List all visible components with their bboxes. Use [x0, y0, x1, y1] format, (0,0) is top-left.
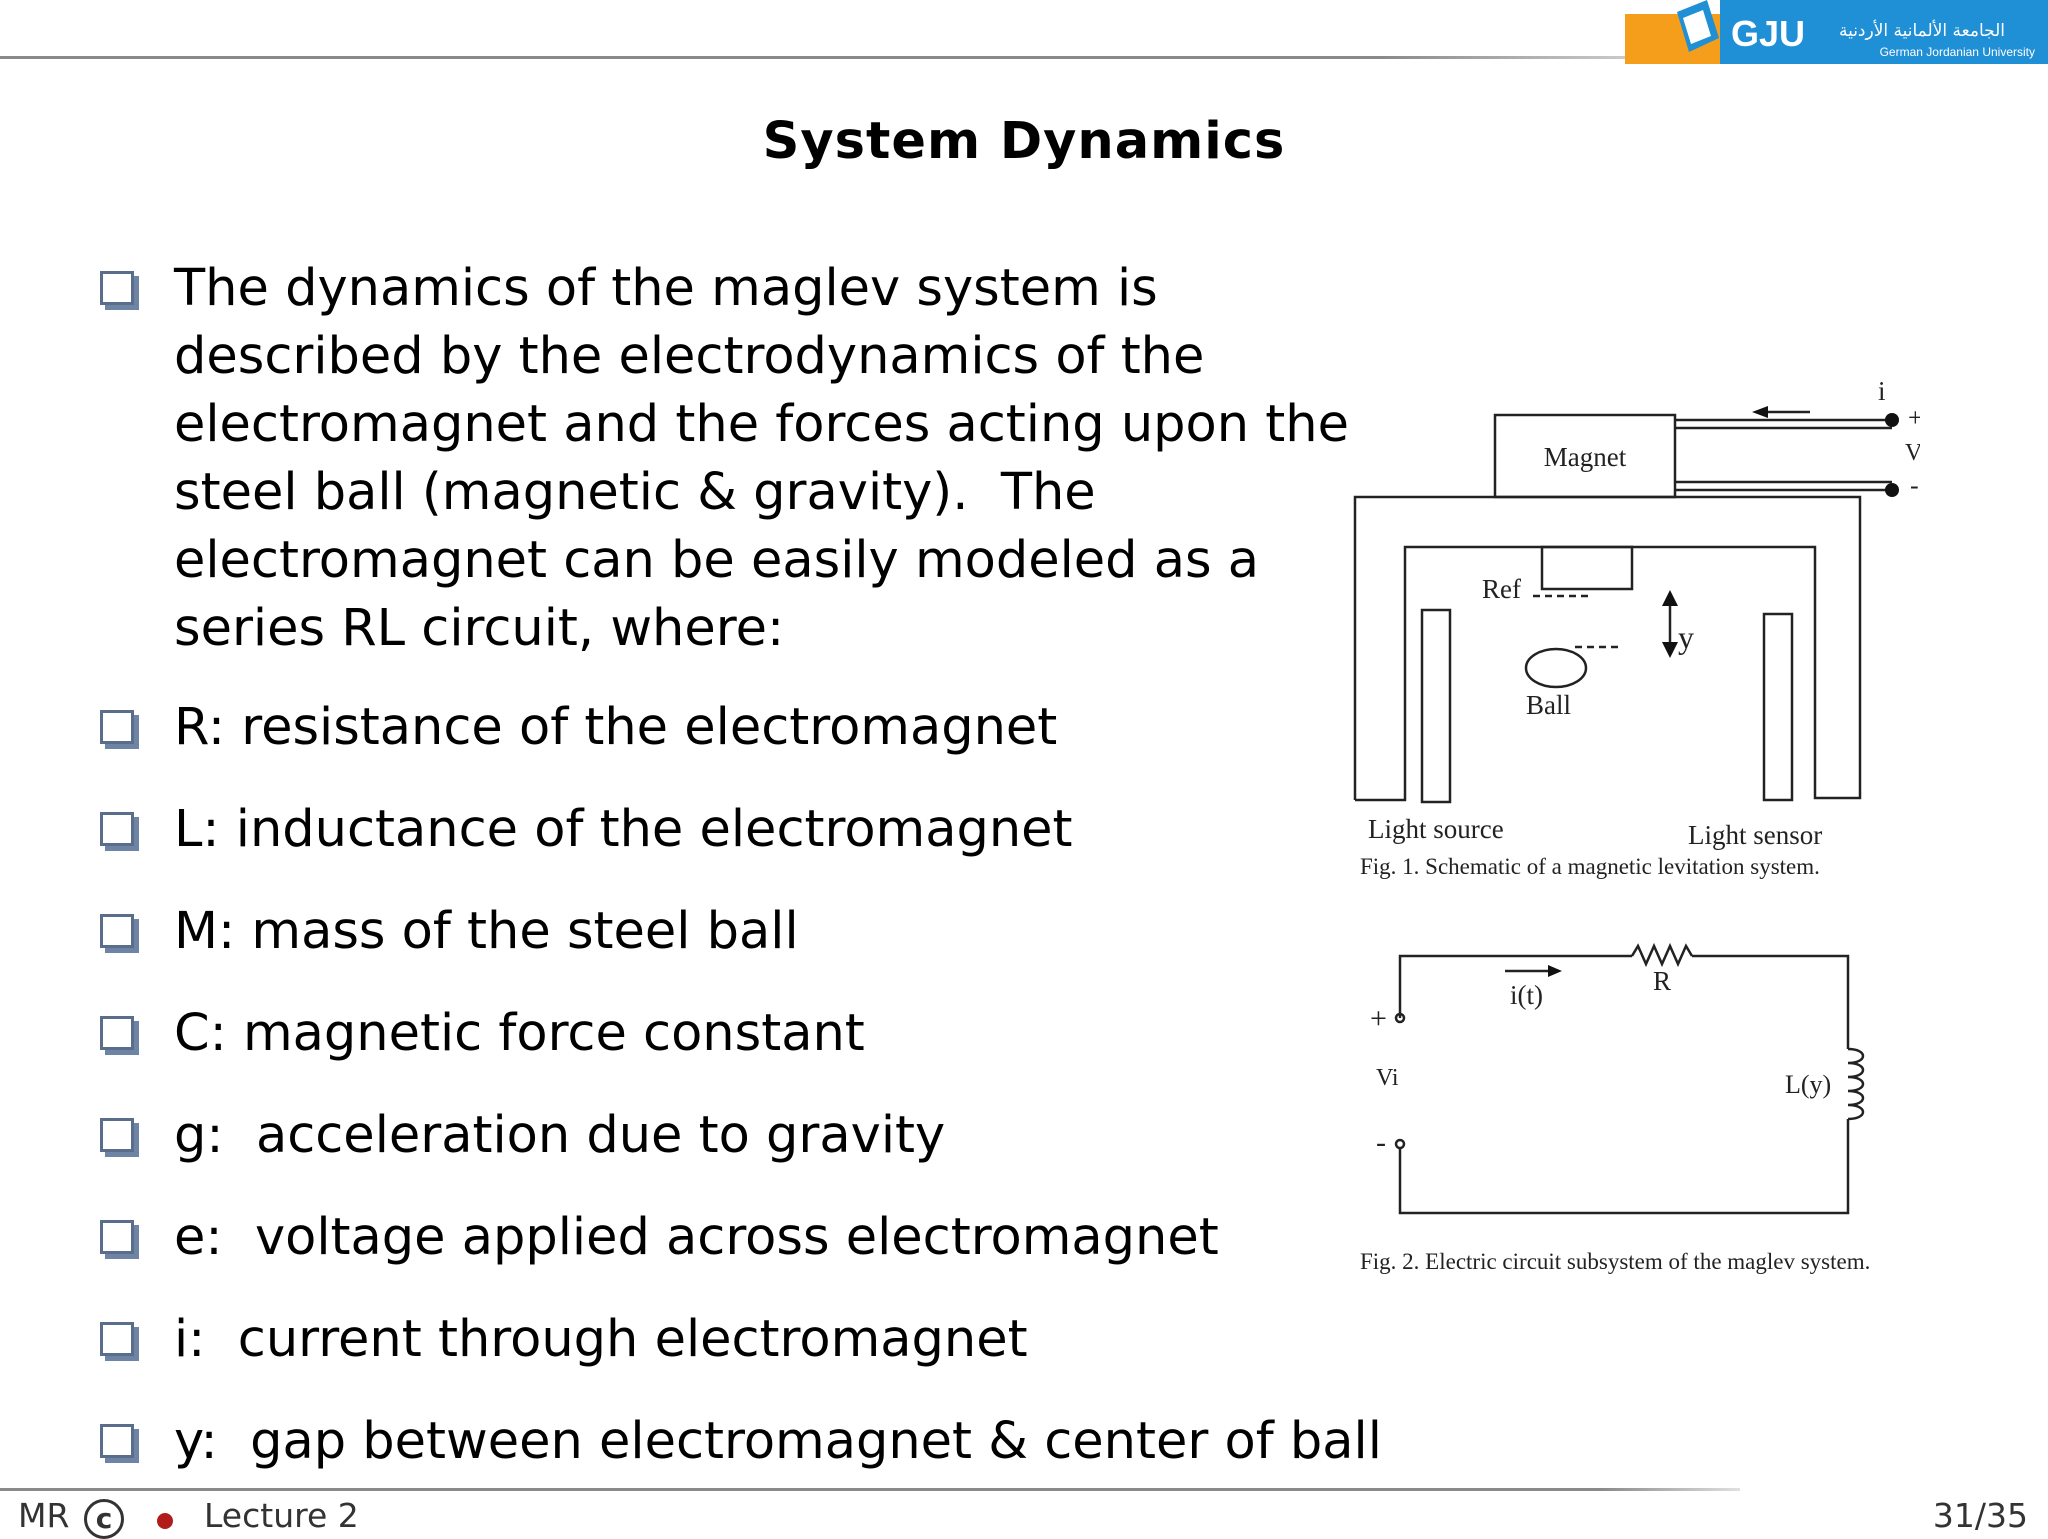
inductor-icon: [1847, 1047, 1865, 1121]
list-item: L: inductance of the electromagnet: [100, 796, 1350, 864]
minus-label: -: [1376, 1126, 1386, 1159]
vi-label: Vi: [1376, 1065, 1399, 1091]
checkbox-bullet-icon: [100, 1016, 134, 1050]
bullet-list: The dynamics of the maglev system is des…: [100, 255, 1382, 1510]
item-text: C: magnetic force constant: [174, 1004, 865, 1063]
list-item: y: gap between electromagnet & center of…: [100, 1408, 1382, 1476]
terminal-minus: [1394, 1138, 1406, 1150]
page-number: 31/35: [1932, 1496, 2028, 1535]
current-label: i: [1878, 376, 1886, 406]
checkbox-bullet-icon: [100, 710, 134, 744]
light-sensor-label: Light sensor: [1688, 820, 1822, 850]
header-rule: [0, 56, 1625, 59]
maglev-figures: Magnet Ref Ball y i + Vi - Light source …: [1353, 376, 1920, 1274]
checkbox-bullet-icon: [100, 1118, 134, 1152]
footer-bullet-icon: [157, 1513, 173, 1529]
item-text: g: acceleration due to gravity: [174, 1106, 946, 1165]
fig1-labels: Magnet Ref Ball y i + Vi - Light source …: [1360, 376, 1920, 879]
y-arrow-up: [1662, 590, 1678, 606]
item-text: R: resistance of the electromagnet: [174, 698, 1058, 757]
logo-arabic: الجامعة الألمانية الأردنية: [1839, 20, 2005, 41]
light-source-bar: [1420, 608, 1452, 804]
checkbox-bullet-icon: [100, 812, 134, 846]
intro-line: electromagnet can be easily modeled as a: [174, 531, 1259, 590]
terminal-dot: [1885, 483, 1899, 497]
inductor-label: L(y): [1785, 1070, 1831, 1099]
resistor-icon: [1630, 942, 1694, 968]
intro-line: The dynamics of the maglev system is: [174, 259, 1158, 318]
intro-line: described by the electrodynamics of the: [174, 327, 1205, 386]
checkbox-bullet-icon: [100, 1220, 134, 1254]
list-item: g: acceleration due to gravity: [100, 1102, 1350, 1170]
item-text: i: current through electromagnet: [174, 1310, 1028, 1369]
current-label: i(t): [1510, 980, 1543, 1010]
y-arrow-down: [1662, 642, 1678, 658]
intro-line: electromagnet and the forces acting upon…: [174, 395, 1349, 454]
checkbox-bullet-icon: [100, 914, 134, 948]
slide-title: System Dynamics: [762, 112, 1286, 171]
list-item: e: voltage applied across electromagnet: [100, 1204, 1350, 1272]
footer-author: MR: [18, 1496, 70, 1535]
frame-outer: [1353, 495, 1862, 802]
plus-label: +: [1370, 1002, 1387, 1035]
circuit-wire-bottom: [1398, 1119, 1850, 1215]
fig2-labels: i(t) R + Vi - L(y) Fig. 2. Electric circ…: [1360, 966, 1870, 1274]
light-source-label: Light source: [1368, 814, 1504, 844]
list-item: i: current through electromagnet: [100, 1306, 1350, 1374]
ball-icon: [1524, 647, 1588, 689]
logo-text: GJU: [1731, 13, 1805, 54]
checkbox-bullet-icon: [100, 1322, 134, 1356]
terminal-plus: [1394, 1012, 1406, 1024]
y-label: y: [1678, 619, 1694, 655]
light-sensor-bar: [1762, 612, 1794, 802]
fig1-schematic: [1353, 410, 1892, 804]
fig1-fills: [1662, 406, 1899, 658]
list-item: C: magnetic force constant: [100, 1000, 1350, 1068]
checkbox-bullet-icon: [100, 271, 134, 305]
item-text: e: voltage applied across electromagnet: [174, 1208, 1219, 1267]
minus-label: -: [1910, 471, 1919, 500]
fig2-circuit: [1394, 942, 1865, 1215]
vi-label: Vi: [1905, 440, 1920, 466]
fig1-caption: Fig. 1. Schematic of a magnetic levitati…: [1360, 854, 1820, 879]
magnet-label: Magnet: [1544, 442, 1627, 472]
copyright-icon: c: [84, 1499, 124, 1539]
logo-blue-panel: [1720, 0, 2048, 64]
list-item: The dynamics of the maglev system is des…: [100, 255, 1350, 663]
ref-block: [1540, 545, 1634, 591]
item-text: M: mass of the steel ball: [174, 902, 799, 961]
terminal-dot: [1885, 413, 1899, 427]
logo-english: German Jordanian University: [1880, 45, 2035, 59]
ref-label: Ref: [1482, 574, 1521, 604]
list-item: M: mass of the steel ball: [100, 898, 1350, 966]
fig2-caption: Fig. 2. Electric circuit subsystem of th…: [1360, 1249, 1870, 1274]
plus-label: +: [1908, 403, 1920, 432]
intro-line: steel ball (magnetic & gravity). The: [174, 463, 1096, 522]
resistor-label: R: [1653, 966, 1671, 996]
checkbox-bullet-icon: [100, 1424, 134, 1458]
circuit-wire-top: [1398, 954, 1632, 1018]
item-text: y: gap between electromagnet & center of…: [174, 1412, 1382, 1471]
intro-line: series RL circuit, where:: [174, 599, 785, 658]
item-text: L: inductance of the electromagnet: [174, 800, 1073, 859]
list-item: R: resistance of the electromagnet: [100, 694, 1350, 762]
gju-logo: GJU الجامعة الألمانية الأردنية German Jo…: [1625, 0, 2048, 64]
footer-lecture: Lecture 2: [204, 1496, 359, 1535]
ball-label: Ball: [1526, 690, 1571, 720]
footer-rule: [0, 1488, 1740, 1491]
